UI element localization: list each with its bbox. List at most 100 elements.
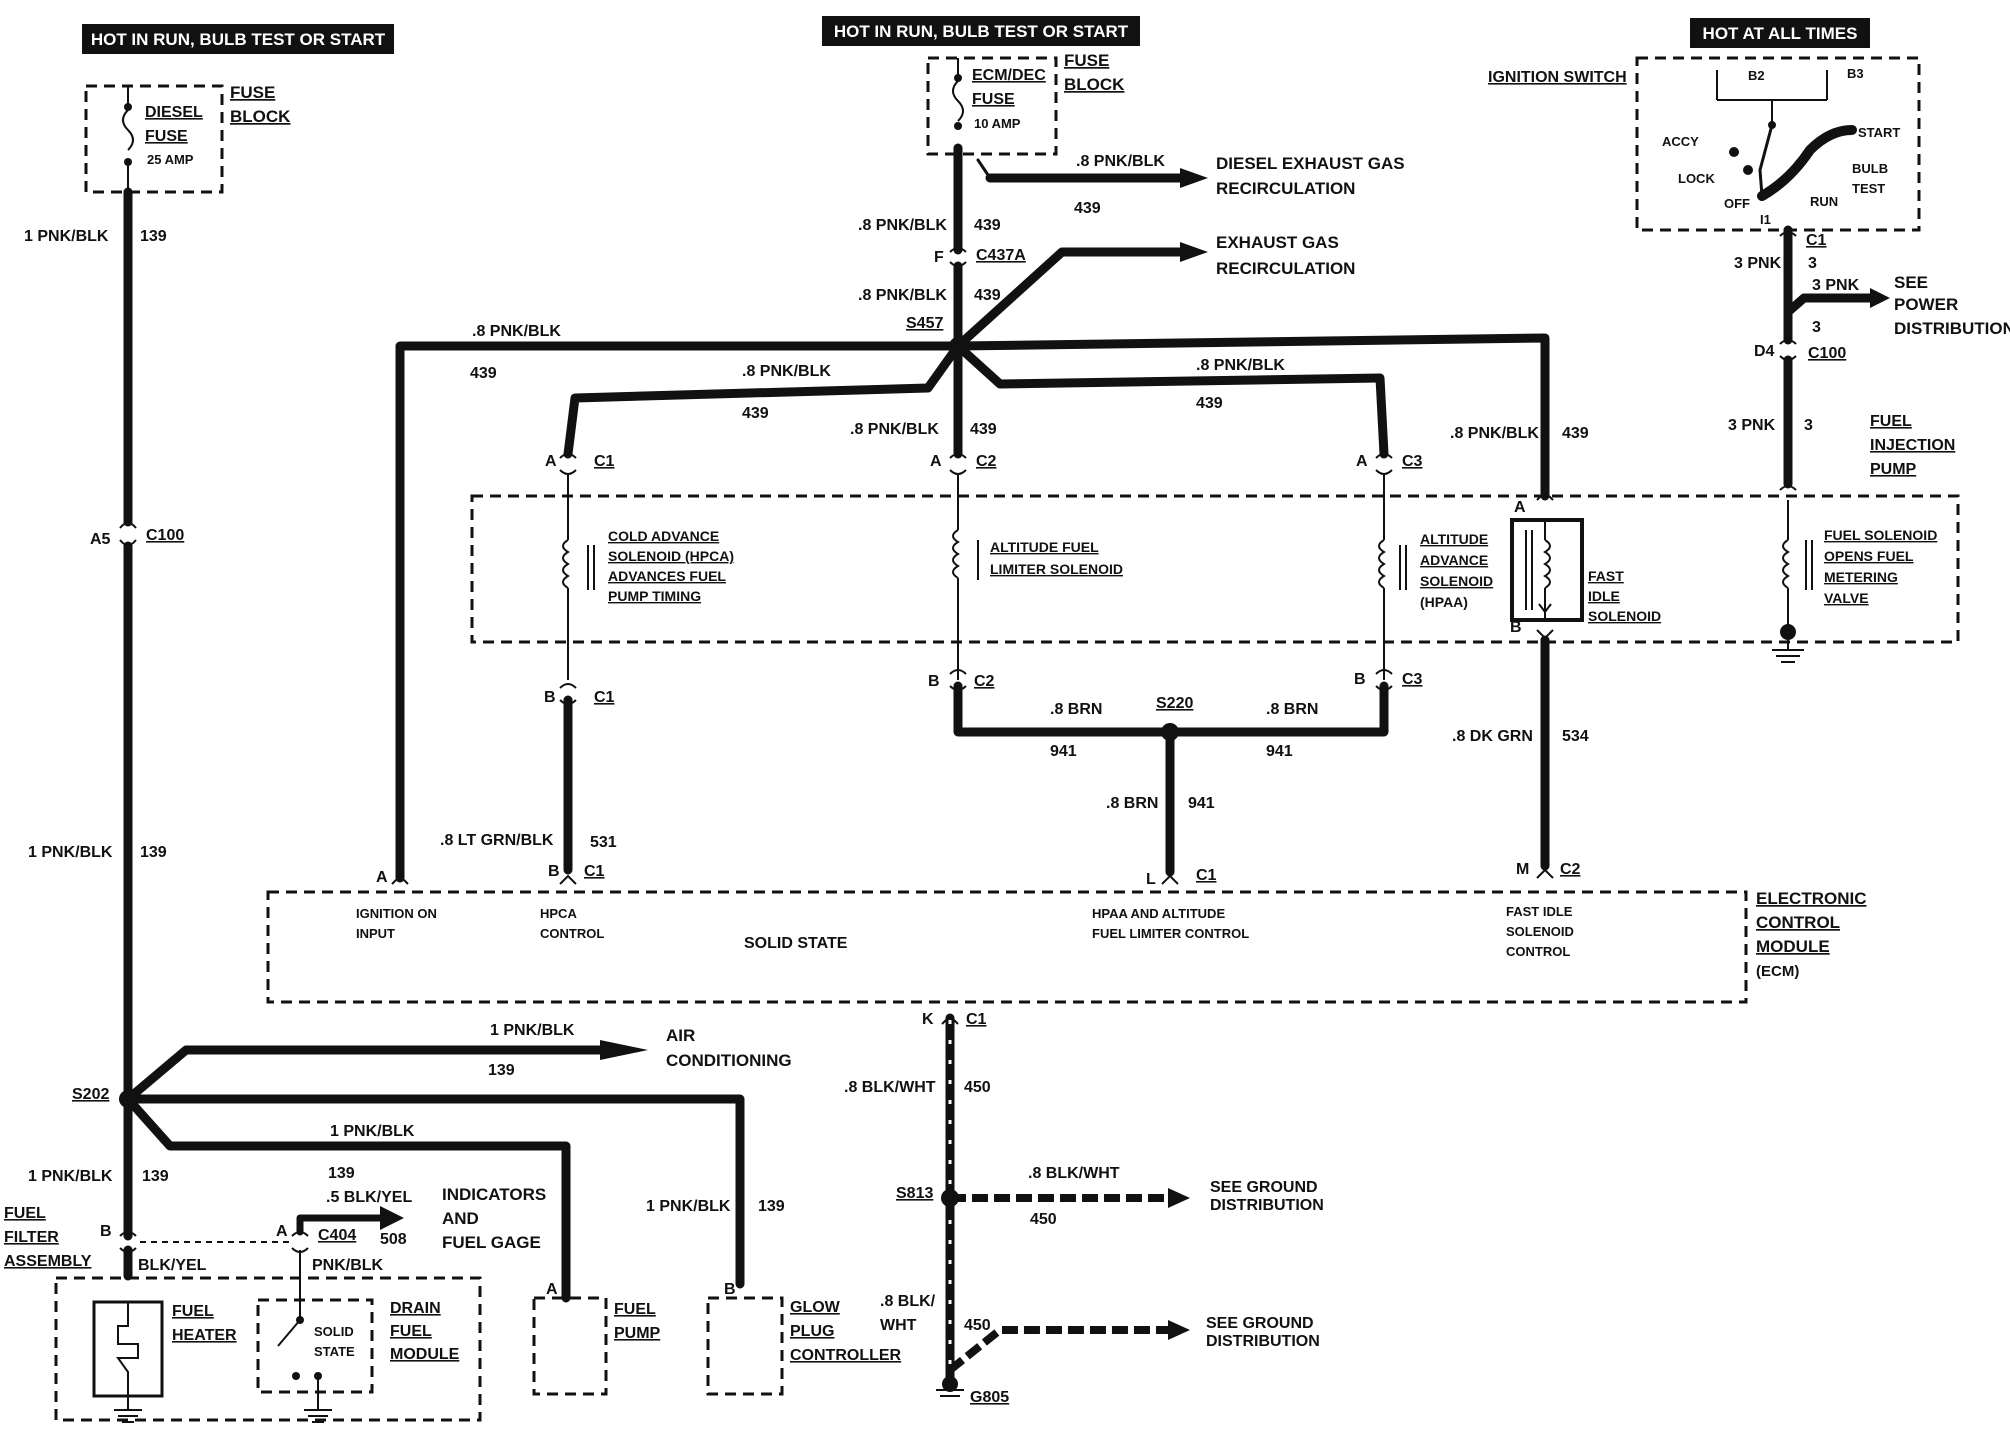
ground-dist-2: DISTRIBUTION xyxy=(1206,1333,1320,1350)
ecm-pin-b: B xyxy=(548,863,560,880)
hpca-solenoid: COLD ADVANCE SOLENOID (HPCA) ADVANCES FU… xyxy=(562,474,734,680)
pnk-blk-label: PNK/BLK xyxy=(312,1257,384,1274)
lower-wires: .8 LT GRN/BLK 531 .8 BRN 941 S220 .8 BRN… xyxy=(440,635,1589,877)
brn-wire-2: .8 BRN xyxy=(1266,701,1318,718)
fuel-pump-label-1: FUEL xyxy=(614,1301,656,1318)
egr-label-2: RECIRCULATION xyxy=(1216,259,1355,278)
ac-label-1: AIR xyxy=(666,1026,695,1045)
hpca-label-1: COLD ADVANCE xyxy=(608,528,719,544)
splice-s457: S457 xyxy=(906,315,943,332)
ecm-name-4: (ECM) xyxy=(1756,963,1799,980)
center-bus-wire-top: .8 PNK/BLK xyxy=(858,217,947,234)
header-right-text: HOT AT ALL TIMES xyxy=(1703,24,1858,43)
drain-label-1: DRAIN xyxy=(390,1300,441,1317)
see-label: SEE xyxy=(1894,273,1928,292)
hpaa-label-1: ALTITUDE xyxy=(1420,531,1488,547)
ignition-switch-title: IGNITION SWITCH xyxy=(1488,69,1627,86)
hpca-label-3: ADVANCES FUEL xyxy=(608,568,726,584)
header-center: HOT IN RUN, BULB TEST OR START xyxy=(822,16,1140,46)
ign-input-circuit: 439 xyxy=(470,365,497,382)
ground-circuit-1: 450 xyxy=(964,1079,991,1096)
see-ground-1: SEE GROUND xyxy=(1210,1179,1318,1196)
fuel-solenoid: FUEL SOLENOID OPENS FUEL METERING VALVE xyxy=(1772,500,1937,663)
hpca-label-2: SOLENOID (HPCA) xyxy=(608,548,734,564)
fip-label-2: INJECTION xyxy=(1870,437,1955,454)
glow-wire: 1 PNK/BLK xyxy=(646,1198,731,1215)
ignition-start: START xyxy=(1858,125,1900,140)
s202-branches: 1 PNK/BLK 139 AIR CONDITIONING 1 PNK/BLK… xyxy=(123,1022,792,1303)
alt-conn-a: A xyxy=(930,453,942,470)
diesel-fuse-amp: 25 AMP xyxy=(147,152,194,167)
ignition-i1: I1 xyxy=(1760,212,1771,227)
ac-label-2: CONDITIONING xyxy=(666,1051,792,1070)
hpca-conn-c1: C1 xyxy=(594,453,615,470)
glow-label-2: PLUG xyxy=(790,1323,834,1340)
ind-label-3: FUEL GAGE xyxy=(442,1233,541,1252)
ignition-switch: IGNITION SWITCH B2 B3 ACCY LOCK OFF RUN … xyxy=(1488,56,1921,232)
ecm-hpca-2: CONTROL xyxy=(540,926,604,941)
filter-pin-b: B xyxy=(100,1223,112,1240)
c1-circuit: 439 xyxy=(742,405,769,422)
glow-plug-controller: B GLOW PLUG CONTROLLER xyxy=(706,1281,902,1396)
header-left-text: HOT IN RUN, BULB TEST OR START xyxy=(91,30,386,49)
connector-c404: C404 xyxy=(318,1227,356,1244)
hpaa-label-2: ADVANCE xyxy=(1420,552,1488,568)
glow-label-1: GLOW xyxy=(790,1299,841,1316)
dkgrn-circuit: 534 xyxy=(1562,728,1589,745)
drain-label-2: FUEL xyxy=(390,1323,432,1340)
glow-circuit: 139 xyxy=(758,1198,785,1215)
ground-wire-3a: .8 BLK/ xyxy=(880,1293,936,1310)
fast-idle-circuit: 439 xyxy=(1562,425,1589,442)
diesel-fuse-block: DIESEL FUSE 25 AMP FUSE BLOCK xyxy=(84,83,291,194)
left-bus-wire-2: 1 PNK/BLK xyxy=(28,844,113,861)
brn-wire-3: .8 BRN xyxy=(1106,795,1158,812)
ecm-fi-3: CONTROL xyxy=(1506,944,1570,959)
ind-label-2: AND xyxy=(442,1209,479,1228)
c2-wire: .8 PNK/BLK xyxy=(850,421,939,438)
ignition-off: OFF xyxy=(1724,196,1750,211)
c3-circuit: 439 xyxy=(1196,395,1223,412)
ecm-ign-2: INPUT xyxy=(356,926,395,941)
solid-state-label-2: STATE xyxy=(314,1344,355,1359)
heater-label-1: FUEL xyxy=(172,1303,214,1320)
top-connectors: A C1 A C2 A C3 A xyxy=(545,453,1797,516)
power-c100: C100 xyxy=(1808,345,1846,362)
diesel-egr-wire: .8 PNK/BLK xyxy=(1076,153,1165,170)
fip-label-1: FUEL xyxy=(1870,413,1912,430)
ecm-solid-state: SOLID STATE xyxy=(744,935,848,952)
distribution-label: DISTRIBUTION xyxy=(1894,319,2010,338)
ignition-accy: ACCY xyxy=(1662,134,1699,149)
brn-wire-1: .8 BRN xyxy=(1050,701,1102,718)
fuel-filter-label-2: FILTER xyxy=(4,1229,59,1246)
alt-fuel-limiter-solenoid: ALTITUDE FUEL LIMITER SOLENOID xyxy=(952,474,1123,680)
power-wire-3: 3 PNK xyxy=(1728,417,1776,434)
fast-idle-solenoid: B FAST IDLE SOLENOID xyxy=(1510,518,1661,640)
fuel-filter-label-3: ASSEMBLY xyxy=(4,1253,92,1270)
drain-label-3: MODULE xyxy=(390,1346,460,1363)
ignition-b3: B3 xyxy=(1847,66,1864,81)
left-bus-a5: A5 xyxy=(90,531,111,548)
ecm-fi-1: FAST IDLE xyxy=(1506,904,1573,919)
ind-wire: .5 BLK/YEL xyxy=(326,1189,412,1206)
center-bus-circuit-mid: 439 xyxy=(974,287,1001,304)
ecm-name-3: MODULE xyxy=(1756,937,1830,956)
fuel-filter-label-1: FUEL xyxy=(4,1205,46,1222)
ignition-bulb: BULB xyxy=(1852,161,1888,176)
see-ground-2: SEE GROUND xyxy=(1206,1315,1314,1332)
ecm-module: A B C1 L C1 M C2 IGNITION ON INPUT HPCA … xyxy=(266,861,1867,1004)
fast-idle-label-3: SOLENOID xyxy=(1588,608,1661,624)
c404-pin-a: A xyxy=(276,1223,288,1240)
ecm-pin-b-c1: C1 xyxy=(584,863,605,880)
left-bus-c100: C100 xyxy=(146,527,184,544)
hpca-label-4: PUMP TIMING xyxy=(608,588,701,604)
diesel-egr-label-1: DIESEL EXHAUST GAS xyxy=(1216,154,1405,173)
ecm-name-1: ELECTRONIC xyxy=(1756,889,1867,908)
header-right: HOT AT ALL TIMES xyxy=(1690,18,1870,48)
ecm-hpaa-1: HPAA AND ALTITUDE xyxy=(1092,906,1225,921)
left-bus: 1 PNK/BLK 139 A5 C100 1 PNK/BLK 139 S202… xyxy=(24,187,184,1185)
brn-circuit-3: 941 xyxy=(1188,795,1215,812)
ecm-fuse-label-2: FUSE xyxy=(972,91,1015,108)
ground-wire-1: .8 BLK/WHT xyxy=(844,1079,936,1096)
header-left: HOT IN RUN, BULB TEST OR START xyxy=(82,24,394,54)
